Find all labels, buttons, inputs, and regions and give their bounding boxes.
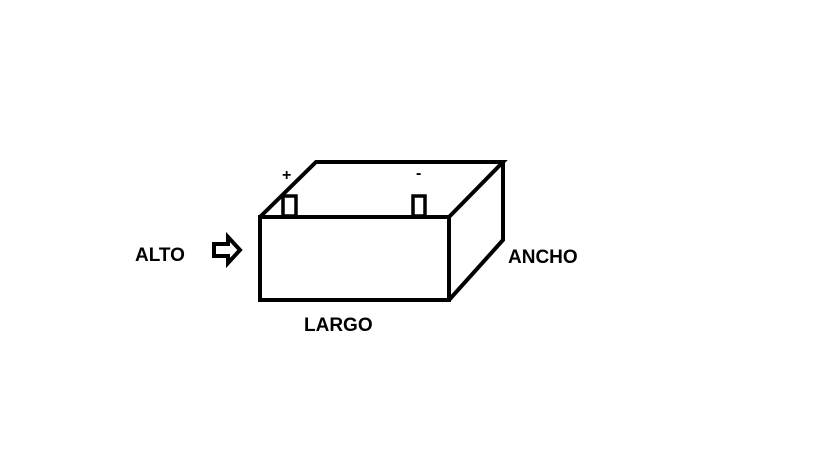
largo-label: LARGO bbox=[304, 315, 373, 336]
positive-terminal-label: + bbox=[282, 167, 292, 184]
negative-terminal-label: - bbox=[416, 165, 422, 182]
alto-label: ALTO bbox=[135, 245, 185, 266]
positive-terminal bbox=[281, 194, 298, 218]
negative-terminal bbox=[411, 194, 427, 218]
ancho-label: ANCHO bbox=[508, 247, 578, 268]
box-front-face bbox=[258, 215, 451, 302]
right-arrow-icon bbox=[212, 231, 243, 269]
box-side-face bbox=[447, 162, 505, 302]
box-top-face bbox=[258, 160, 508, 219]
